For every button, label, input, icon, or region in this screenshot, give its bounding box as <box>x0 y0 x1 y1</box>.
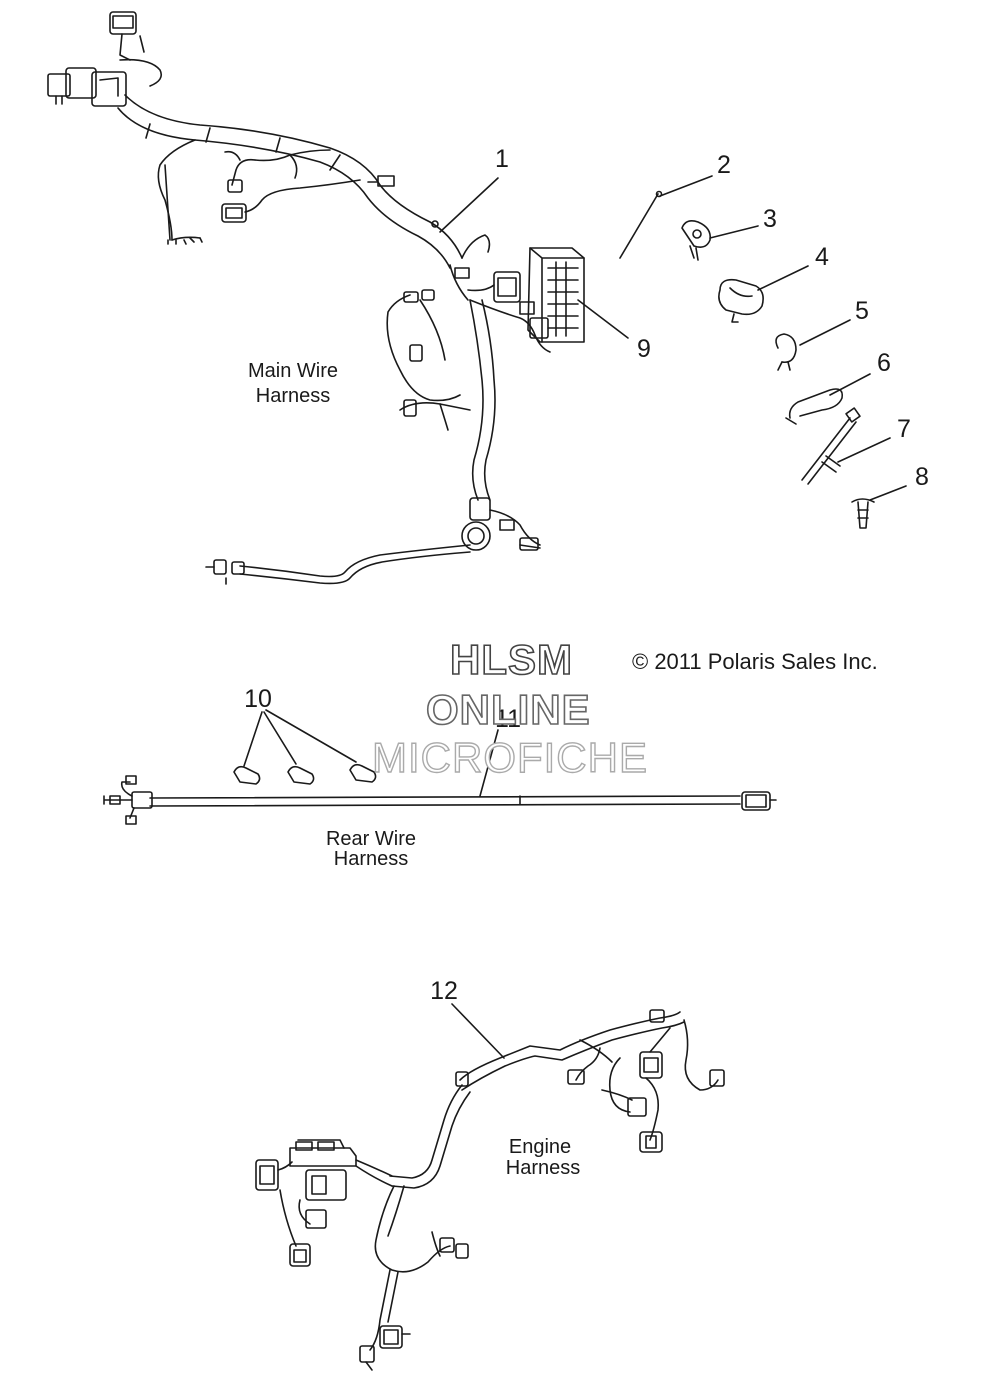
part-4-grommet <box>718 278 764 323</box>
leader-11 <box>479 729 499 797</box>
rear-wire-harness <box>103 775 777 825</box>
part-2-cable-tie <box>619 190 663 259</box>
watermark-hlsm: HLSM <box>449 635 573 684</box>
engine-harness-label-line2: Harness <box>505 1157 581 1179</box>
part-3-clip <box>681 220 712 261</box>
leader-5 <box>799 319 851 346</box>
watermark-online: ONLINE <box>425 685 591 734</box>
callout-12: 12 <box>430 977 458 1005</box>
callout-2: 2 <box>717 151 731 179</box>
part-8-push-rivet <box>851 498 875 529</box>
copyright-text: © 2011 Polaris Sales Inc. <box>632 649 878 674</box>
leader-10a <box>243 711 263 767</box>
callout-5: 5 <box>855 297 869 325</box>
part-6-strap <box>785 388 844 425</box>
callout-11: 11 <box>495 705 521 733</box>
callout-9: 9 <box>637 335 651 363</box>
engine-harness <box>255 1009 725 1371</box>
leader-9 <box>577 299 629 339</box>
watermark-microfiche: MICROFICHE <box>371 733 648 781</box>
engine-harness-label-line1: Engine <box>508 1136 572 1158</box>
main-harness-label-line2: Harness <box>255 385 331 407</box>
callout-4: 4 <box>815 243 829 271</box>
main-harness-label-line1: Main Wire <box>247 360 338 382</box>
part-10-clips <box>233 763 377 785</box>
main-wire-harness <box>47 11 585 585</box>
part-5-clamp <box>775 333 797 371</box>
rear-harness-label-line2: Harness <box>333 848 409 870</box>
callout-10: 10 <box>244 685 272 713</box>
callout-1: 1 <box>495 145 509 173</box>
callout-3: 3 <box>763 205 777 233</box>
leader-4 <box>757 265 809 291</box>
rear-harness-label-line1: Rear Wire <box>325 828 416 850</box>
leader-6 <box>829 373 871 396</box>
leader-12 <box>451 1003 505 1059</box>
leader-2 <box>659 175 713 197</box>
leader-7 <box>837 437 891 463</box>
leader-8 <box>869 485 907 501</box>
leader-10b <box>263 711 297 765</box>
callout-6: 6 <box>877 349 891 377</box>
callout-8: 8 <box>915 463 929 491</box>
leader-3 <box>709 225 759 239</box>
leader-1 <box>439 177 499 233</box>
leader-10c <box>265 709 357 763</box>
part-7-push-tie <box>801 407 861 485</box>
callout-7: 7 <box>897 415 911 443</box>
